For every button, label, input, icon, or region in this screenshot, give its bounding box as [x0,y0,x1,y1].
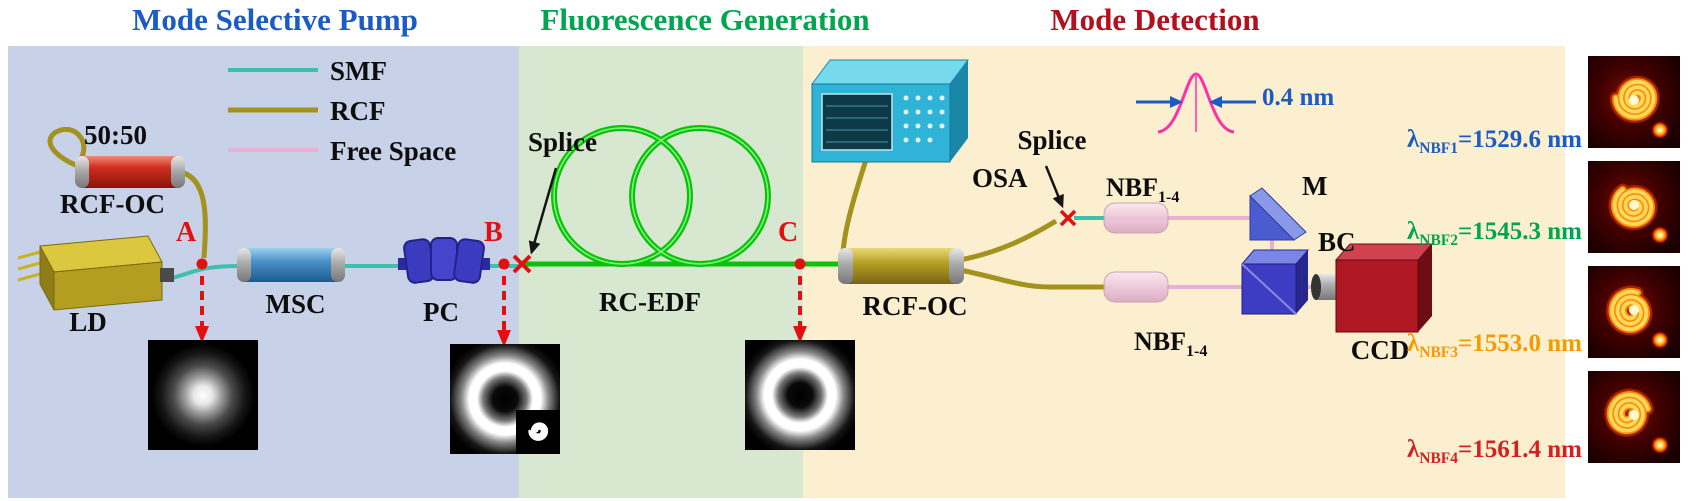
wl2-value: =1545.3 nm [1458,218,1582,245]
rcf-oc-1-label: RCF-OC [60,189,165,219]
wavelength-label-nbf1: λNBF1=1529.6 nm [1352,126,1582,157]
coupler-ratio-label: 50:50 [84,120,147,150]
ccd-label: CCD [1350,335,1410,365]
nbf-lower-label: NBF1-4 [1134,327,1208,361]
wl1-value: =1529.6 nm [1458,126,1582,153]
header-mode-detection: Mode Detection [1050,2,1260,37]
wl1-lambda: λ [1406,126,1420,153]
bc-label: BC [1318,227,1356,257]
legend-rcf-label: RCF [330,96,386,126]
donut-mode-image-b [450,344,560,454]
ld-label: LD [69,307,107,337]
nbf-upper-main: NBF [1106,173,1158,202]
rcf-oc-2-label: RCF-OC [862,291,968,321]
wl3-value: =1553.0 nm [1458,330,1582,357]
wl4-lambda: λ [1406,436,1420,463]
splice-2-label: Splice [1017,125,1087,155]
spiral-interference-image-2 [1588,161,1680,253]
donut-mode-image-c [745,340,855,450]
splice-1-label: Splice [527,127,597,157]
header-mode-selective-pump: Mode Selective Pump [132,2,418,37]
wl2-lambda: λ [1406,218,1420,245]
gaussian-mode-image [148,340,258,450]
pc-label: PC [423,297,459,327]
wl3-lambda: λ [1406,330,1420,357]
wavelength-label-nbf2: λNBF2=1545.3 nm [1352,218,1582,249]
spiral-interference-image-3 [1588,266,1680,358]
wl4-sub: NBF4 [1419,450,1459,467]
osa-label: OSA [972,163,1028,193]
header-fluorescence-generation: Fluorescence Generation [540,2,870,37]
msc-label: MSC [265,289,326,319]
wl2-sub: NBF2 [1419,232,1459,249]
legend-smf-label: SMF [330,56,387,86]
spiral-interference-image-4 [1588,371,1680,463]
wl3-sub: NBF3 [1419,344,1459,361]
region-mode-selective-pump [8,46,519,498]
nbf-lower-sub: 1-4 [1186,343,1208,361]
wl1-sub: NBF1 [1419,140,1459,157]
legend-free-space-label: Free Space [330,136,457,166]
mirror-label: M [1302,171,1328,201]
wl4-value: =1561.4 nm [1458,436,1582,463]
nbf-upper-label: NBF1-4 [1106,173,1180,207]
bandwidth-label: 0.4 nm [1262,84,1335,111]
wavelength-label-nbf3: λNBF3=1553.0 nm [1352,330,1582,361]
rc-edf-label: RC-EDF [599,287,701,317]
nbf-upper-sub: 1-4 [1158,189,1180,207]
point-c-label: C [778,217,799,248]
wavelength-label-nbf4: λNBF4=1561.4 nm [1352,436,1582,467]
region-mode-detection [803,46,1565,498]
point-a-label: A [176,217,197,248]
nbf-lower-main: NBF [1134,327,1186,356]
spiral-inset-image [516,410,560,454]
spiral-interference-image-1 [1588,56,1680,148]
point-b-label: B [484,217,503,248]
